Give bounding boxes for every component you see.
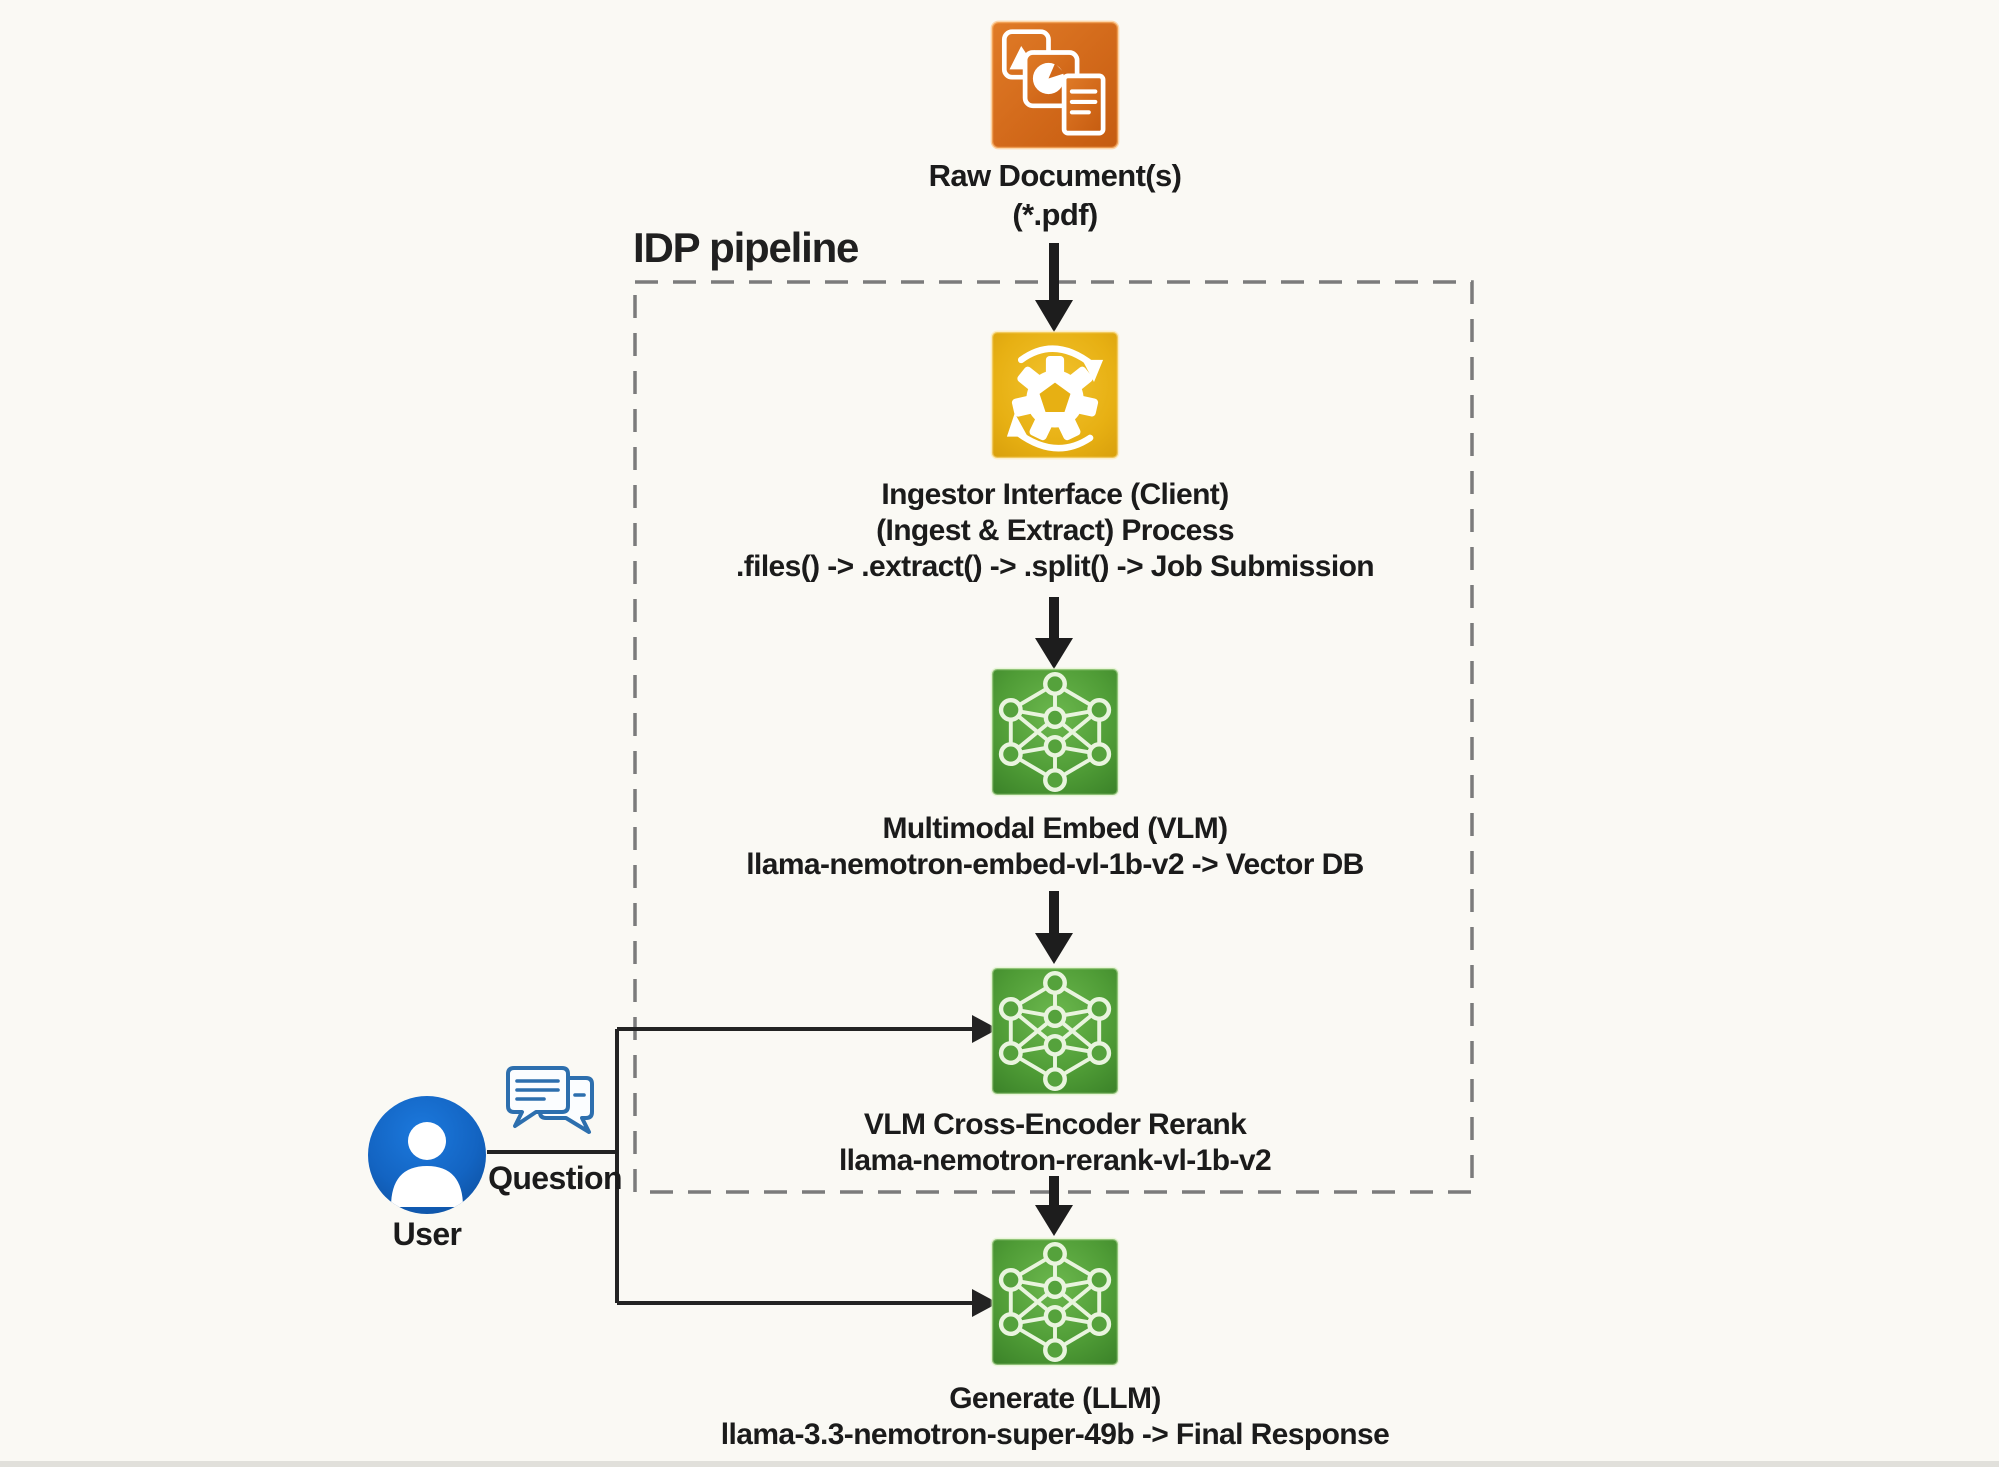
raw-documents-icon — [990, 20, 1120, 150]
flow-arrow-down-icon — [1035, 243, 1073, 332]
flow-arrow-down-icon — [1035, 597, 1073, 669]
caption-line: Multimodal Embed (VLM) — [882, 812, 1228, 845]
process-gear-icon — [990, 330, 1120, 460]
caption-line: (*.pdf) — [1012, 197, 1098, 232]
raw-document-caption: Raw Document(s) (*.pdf) — [455, 156, 1655, 234]
generate-caption: Generate (LLM) llama-3.3-nemotron-super-… — [455, 1381, 1655, 1453]
pipeline-title: IDP pipeline — [633, 224, 859, 271]
rerank-caption: VLM Cross-Encoder Rerank llama-nemotron-… — [455, 1107, 1655, 1179]
chat-bubbles-icon — [502, 1062, 602, 1154]
caption-line: (Ingest & Extract) Process — [876, 514, 1234, 547]
embed-caption: Multimodal Embed (VLM) llama-nemotron-em… — [455, 811, 1655, 883]
caption-line: Ingestor Interface (Client) — [881, 478, 1229, 511]
caption-line: llama-nemotron-rerank-vl-1b-v2 — [838, 1144, 1272, 1177]
question-label: Question — [488, 1160, 622, 1196]
caption-line: VLM Cross-Encoder Rerank — [863, 1108, 1247, 1141]
neural-network-icon — [990, 966, 1120, 1096]
flow-arrow-down-icon — [1035, 1176, 1073, 1236]
caption-line: .files() -> .extract() -> .split() -> Jo… — [735, 550, 1375, 583]
neural-network-icon — [990, 667, 1120, 797]
caption-line: llama-3.3-nemotron-super-49b -> Final Re… — [720, 1418, 1390, 1451]
caption-line: llama-nemotron-embed-vl-1b-v2 -> Vector … — [746, 848, 1364, 881]
user-icon — [367, 1095, 487, 1215]
question-connector-lines — [487, 1027, 974, 1305]
neural-network-icon — [990, 1237, 1120, 1367]
flow-arrow-down-icon — [1035, 891, 1073, 964]
user-label: User — [392, 1216, 462, 1252]
question-arrowhead-icon — [972, 1015, 998, 1317]
bottom-edge-strip — [0, 1461, 1999, 1467]
ingestor-caption: Ingestor Interface (Client) (Ingest & Ex… — [455, 477, 1655, 585]
caption-line: Generate (LLM) — [949, 1382, 1161, 1415]
caption-line: Raw Document(s) — [928, 158, 1182, 193]
